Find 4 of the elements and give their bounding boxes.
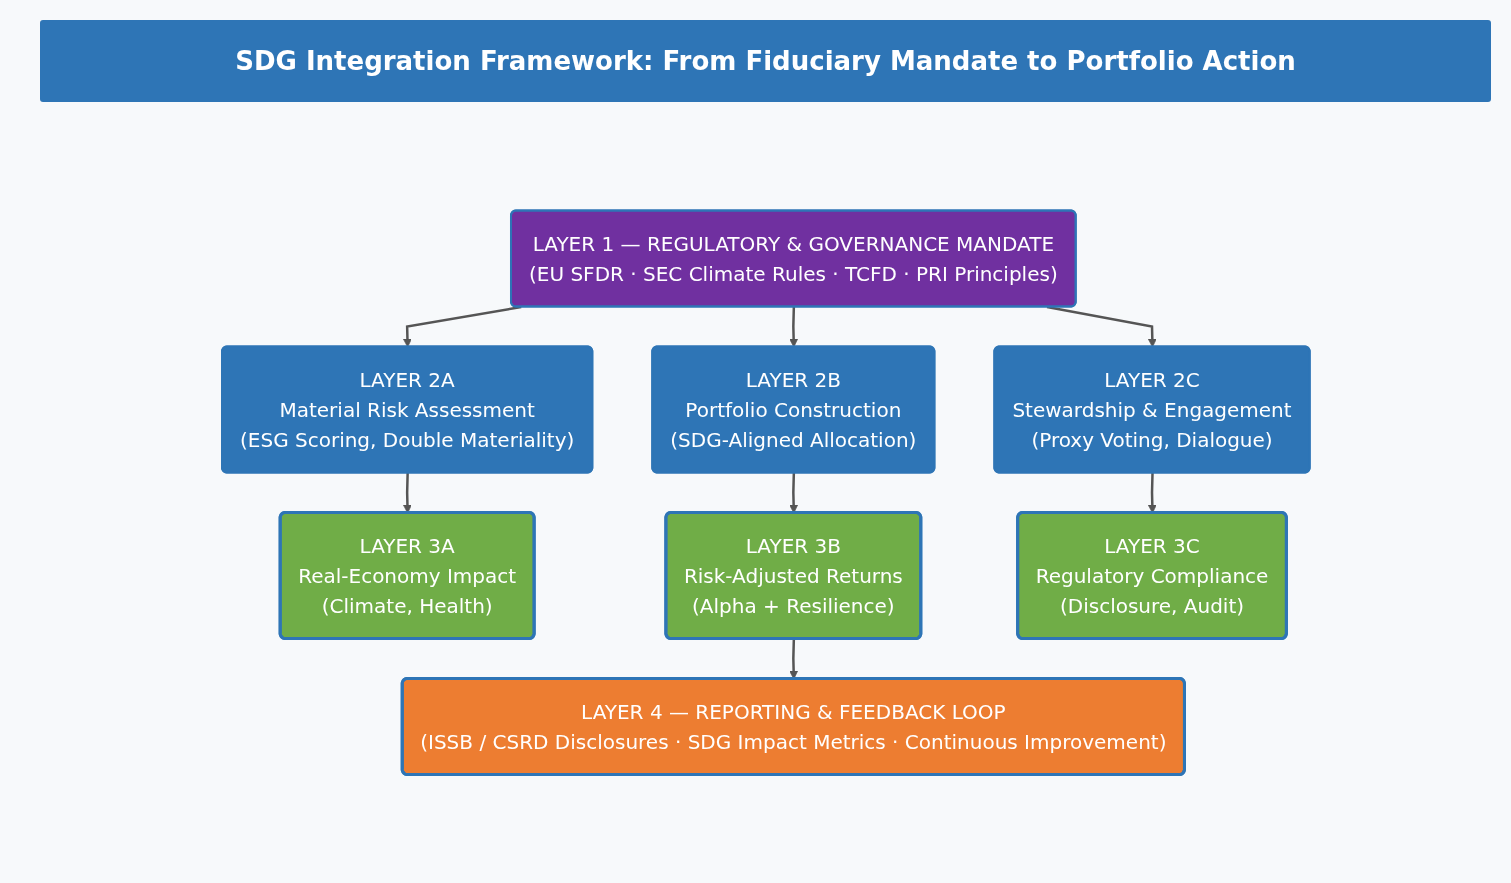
arrow [1046, 305, 1157, 348]
arrow [402, 305, 522, 348]
title-banner: SDG Integration Framework: From Fiduciary Mandate to Portfolio Action [40, 20, 1491, 102]
arrow [788, 306, 798, 348]
